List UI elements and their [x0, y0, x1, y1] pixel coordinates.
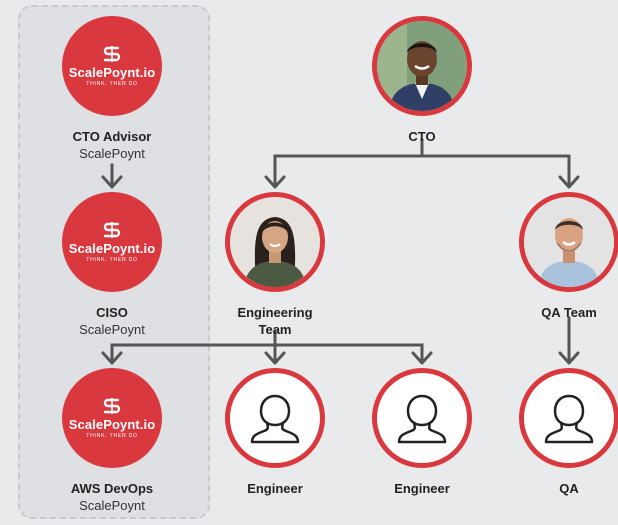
person-outline-icon	[544, 394, 594, 444]
scalepoynt-logo: ScalePoynt.io THINK. THEN DO	[62, 192, 162, 292]
qa-avatar	[519, 368, 618, 468]
node-org: ScalePoynt	[79, 146, 145, 161]
node-engineering-team[interactable]: Engineering Team	[225, 192, 325, 338]
arrowhead-engineer-2	[411, 351, 433, 365]
logo-tagline-text: THINK. THEN DO	[86, 257, 138, 263]
node-qa-team[interactable]: QA Team	[519, 192, 618, 321]
node-cto-advisor[interactable]: ScalePoynt.io THINK. THEN DO CTO Advisor…	[62, 16, 162, 162]
scalepoynt-logo: ScalePoynt.io THINK. THEN DO	[62, 368, 162, 468]
node-title: Engineer	[247, 481, 303, 496]
node-aws-devops[interactable]: ScalePoynt.io THINK. THEN DO AWS DevOps …	[62, 368, 162, 514]
arrowhead-qa	[558, 351, 580, 365]
person-outline-icon	[250, 394, 300, 444]
person-photo-icon	[377, 21, 467, 111]
node-engineer-1[interactable]: Engineer	[225, 368, 325, 497]
node-engineer-2[interactable]: Engineer	[372, 368, 472, 497]
person-outline-icon	[397, 394, 447, 444]
node-title: Engineer	[394, 481, 450, 496]
node-title: CTO	[408, 129, 436, 144]
node-title: QA Team	[541, 305, 597, 320]
logo-tagline-text: THINK. THEN DO	[86, 81, 138, 87]
node-qa[interactable]: QA	[519, 368, 618, 497]
arrowhead-ciso	[101, 175, 123, 189]
logo-brand-text: ScalePoynt.io	[68, 417, 156, 432]
person-photo-icon	[524, 197, 614, 287]
arrowhead-engineering	[264, 175, 286, 189]
qa-team-avatar	[519, 192, 618, 292]
scalepoynt-s-icon	[103, 46, 121, 62]
logo-brand-text: ScalePoynt.io	[68, 65, 156, 80]
node-org: ScalePoynt	[79, 498, 145, 513]
arrowhead-qa-team	[558, 175, 580, 189]
arrowhead-engineer-1	[264, 351, 286, 365]
node-title: CTO Advisor	[72, 129, 152, 144]
node-title: Engineering Team	[237, 305, 313, 337]
engineering-team-avatar	[225, 192, 325, 292]
scalepoynt-s-icon	[103, 222, 121, 238]
node-org: ScalePoynt	[79, 322, 145, 337]
node-title: CISO	[96, 305, 128, 320]
node-title: AWS DevOps	[70, 481, 154, 496]
scalepoynt-s-icon	[103, 398, 121, 414]
logo-tagline-text: THINK. THEN DO	[86, 433, 138, 439]
arrowhead-aws-devops	[101, 351, 123, 365]
person-photo-icon	[230, 197, 320, 287]
logo-brand-text: ScalePoynt.io	[68, 241, 156, 256]
engineer-avatar	[372, 368, 472, 468]
engineer-avatar	[225, 368, 325, 468]
node-ciso[interactable]: ScalePoynt.io THINK. THEN DO CISO ScaleP…	[62, 192, 162, 338]
scalepoynt-logo: ScalePoynt.io THINK. THEN DO	[62, 16, 162, 116]
node-cto[interactable]: CTO	[372, 16, 472, 145]
cto-avatar	[372, 16, 472, 116]
node-title: QA	[559, 481, 579, 496]
